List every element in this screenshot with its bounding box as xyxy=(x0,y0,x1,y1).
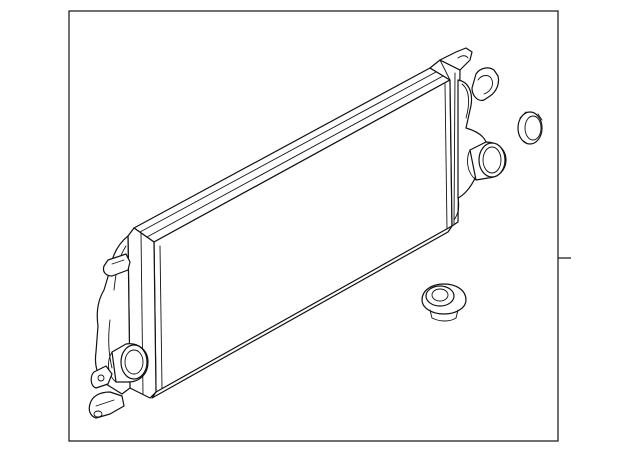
intercooler-core xyxy=(133,67,453,399)
grommet xyxy=(421,283,467,322)
mounting-bracket-upper xyxy=(439,47,473,71)
diagram-border xyxy=(68,10,559,442)
mounting-bracket-left-lower xyxy=(90,365,113,389)
hose-clamp-cap xyxy=(517,111,543,145)
left-inlet-pipe xyxy=(108,343,149,383)
mounting-bracket-left-upper xyxy=(102,253,131,277)
rubber-insulator xyxy=(471,67,500,101)
mounting-bracket-bottom xyxy=(88,391,125,419)
right-outlet-pipe xyxy=(467,141,507,181)
